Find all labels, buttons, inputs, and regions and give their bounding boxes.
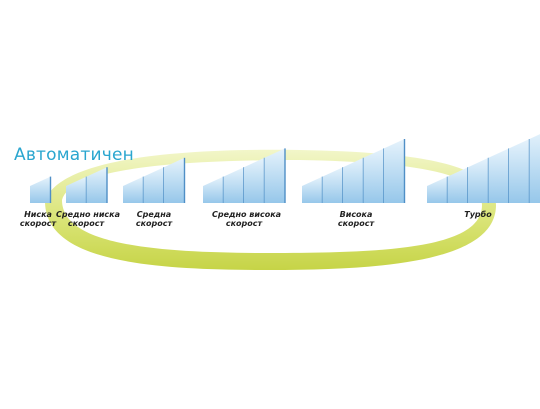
- mode-title: Автоматичен: [14, 145, 134, 165]
- level-label-medium-line2: скорост: [132, 219, 176, 228]
- bar-level-3-2: [144, 167, 165, 203]
- level-label-medium-high-line1: Средно висока: [212, 210, 276, 219]
- bar-level-4-1: [203, 177, 224, 203]
- bar-level-6-5: [509, 139, 530, 203]
- bar-level-6-1: [427, 177, 448, 203]
- level-label-low: Ниска скорост: [18, 210, 58, 228]
- level-label-medium: Средна скорост: [132, 210, 176, 228]
- bar-level-3-1: [123, 177, 144, 203]
- level-label-high-line2: скорост: [334, 219, 378, 228]
- bar-level-4-4: [265, 148, 286, 203]
- level-label-high-line1: Висока: [334, 210, 378, 219]
- bar-level-5-4: [364, 148, 385, 203]
- bar-level-5-5: [384, 139, 405, 203]
- bar-group-level-5: [302, 139, 405, 203]
- level-label-turbo: Турбо: [458, 210, 498, 219]
- level-label-medium-low: Средно ниска скорост: [56, 210, 116, 228]
- level-label-turbo-line1: Турбо: [458, 210, 498, 219]
- level-label-medium-low-line2: скорост: [56, 219, 116, 228]
- bar-level-5-2: [323, 167, 344, 203]
- bar-level-6-6: [530, 130, 540, 203]
- level-label-medium-low-line1: Средно ниска: [56, 210, 116, 219]
- bar-level-1-1: [30, 177, 51, 203]
- level-label-medium-line1: Средна: [132, 210, 176, 219]
- bar-level-4-3: [244, 158, 265, 203]
- level-label-low-line2: скорост: [18, 219, 58, 228]
- level-label-medium-high-line2: скорост: [212, 219, 276, 228]
- level-label-low-line1: Ниска: [18, 210, 58, 219]
- level-label-high: Висока скорост: [334, 210, 378, 228]
- level-label-medium-high: Средно висока скорост: [212, 210, 276, 228]
- bar-level-6-3: [468, 158, 489, 203]
- bar-level-6-4: [489, 148, 510, 203]
- bar-level-5-3: [343, 158, 364, 203]
- bar-level-5-1: [302, 177, 323, 203]
- bar-group-level-1: [30, 177, 51, 203]
- bar-level-4-2: [224, 167, 245, 203]
